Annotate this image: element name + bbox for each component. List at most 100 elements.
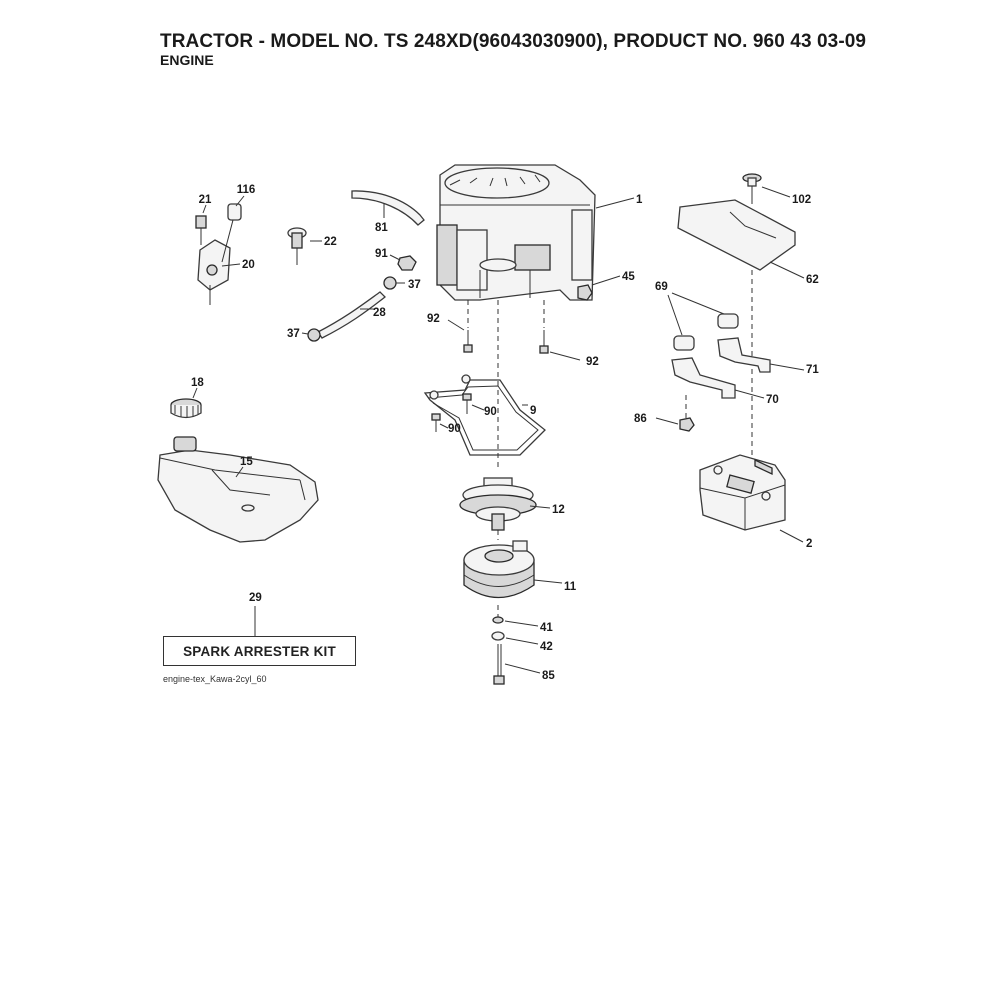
clamp-37-lower-part: [307, 328, 321, 342]
leader-92-right: [549, 351, 581, 361]
fuel-cap-18-part: [170, 398, 202, 419]
bolt-92-right-part: [539, 300, 549, 354]
leader-92-left: [447, 319, 465, 331]
leader-116: [235, 195, 245, 207]
bracket-9-inner: [427, 385, 539, 451]
fuel-line-28-part: [317, 291, 386, 339]
gasket-69-right-part: [717, 313, 739, 329]
leader-69-left: [667, 294, 683, 336]
callout-21: 21: [199, 194, 212, 206]
callout-37-lower: 37: [287, 328, 300, 340]
plug-22-part: [287, 227, 307, 265]
leader-70: [734, 389, 765, 399]
clutch-11-part: [463, 540, 535, 598]
callout-37-upper: 37: [408, 279, 421, 291]
callout-90-lower: 90: [448, 423, 461, 435]
callout-22: 22: [324, 236, 337, 248]
callout-62: 62: [806, 274, 819, 286]
leader-11: [533, 579, 563, 584]
leader-2: [779, 529, 804, 543]
bolt-90-upper-part: [462, 393, 472, 414]
callout-11: 11: [564, 581, 577, 593]
knob-116-part: [227, 203, 242, 221]
leader-86: [655, 417, 679, 425]
leader-69-right: [671, 292, 725, 315]
callout-70: 70: [766, 394, 779, 406]
heat-shield-62-detail: [729, 211, 777, 239]
callout-42: 42: [540, 641, 553, 653]
callout-92-right: 92: [586, 356, 599, 368]
throttle-control-assembly: [195, 203, 242, 305]
page-subtitle: ENGINE: [160, 52, 214, 68]
bolt-92-left-part: [463, 300, 473, 353]
screw-102-part: [742, 173, 762, 204]
callout-20: 20: [242, 259, 255, 271]
callout-71: 71: [806, 364, 819, 376]
bracket-9-hole-left: [429, 390, 439, 400]
nut-91-part: [397, 255, 417, 271]
callout-45: 45: [622, 271, 635, 283]
callout-18: 18: [191, 377, 204, 389]
leader-45: [591, 275, 621, 286]
muffler-2-part: [699, 454, 786, 531]
leader-37-lower: [301, 332, 309, 335]
callout-102: 102: [792, 194, 811, 206]
callout-85: 85: [542, 670, 555, 682]
callout-28: 28: [373, 307, 386, 319]
leader-41: [504, 620, 539, 627]
leader-85: [504, 663, 541, 674]
leader-102: [761, 186, 791, 198]
callout-81: 81: [375, 222, 388, 234]
diagram-code: engine-tex_Kawa-2cyl_60: [163, 674, 267, 684]
hose-81-part: [351, 190, 425, 226]
callout-41: 41: [540, 622, 553, 634]
heat-shield-62-part: [677, 199, 796, 271]
callout-69: 69: [655, 281, 668, 293]
callout-15: 15: [240, 456, 253, 468]
callout-29: 29: [249, 592, 262, 604]
callout-12: 12: [552, 504, 565, 516]
callout-92-left: 92: [427, 313, 440, 325]
callout-90-upper: 90: [484, 406, 497, 418]
leader-42: [505, 637, 539, 645]
callout-91: 91: [375, 248, 388, 260]
fitting-45-part: [577, 284, 593, 301]
bolt-85-part: [493, 644, 505, 685]
callout-86: 86: [634, 413, 647, 425]
bolt-90-lower-part: [431, 413, 441, 432]
bracket-9-part: [423, 379, 546, 456]
bracket-9-hole-right: [461, 374, 471, 384]
callout-2: 2: [806, 538, 812, 550]
leader-90-lower: [439, 423, 449, 429]
exhaust-pipe-71-part: [717, 337, 771, 373]
exhaust-pipe-70-part: [671, 357, 736, 399]
throttle-bracket-hole: [206, 264, 218, 276]
leader-21: [202, 204, 207, 214]
washer-42-part: [491, 631, 505, 641]
spark-arrester-kit-box: SPARK ARRESTER KIT: [163, 636, 356, 666]
callout-9: 9: [530, 405, 536, 417]
leader-91: [389, 254, 401, 261]
leader-15: [235, 466, 244, 478]
nut-86-part: [679, 417, 695, 432]
pulley-12-part: [459, 477, 537, 531]
bolt-21-part: [195, 215, 207, 229]
clamp-37-upper-part: [383, 276, 397, 290]
leader-1: [595, 197, 635, 209]
leader-18: [192, 387, 198, 399]
leader-90-upper: [471, 404, 485, 411]
leader-71: [769, 363, 805, 371]
leader-12: [529, 505, 551, 509]
callout-116: 116: [237, 184, 256, 196]
leader-62: [769, 261, 805, 279]
callout-1: 1: [636, 194, 643, 206]
washer-41-part: [492, 616, 504, 624]
fuel-tank-15-part: [157, 436, 319, 543]
spark-arrester-kit-label: SPARK ARRESTER KIT: [183, 643, 336, 659]
leader-20: [221, 263, 241, 267]
throttle-lever: [221, 219, 234, 263]
gasket-69-left-part: [673, 335, 695, 351]
engine-1-part: [436, 164, 596, 301]
page-title: TRACTOR - MODEL NO. TS 248XD(96043030900…: [160, 31, 867, 52]
